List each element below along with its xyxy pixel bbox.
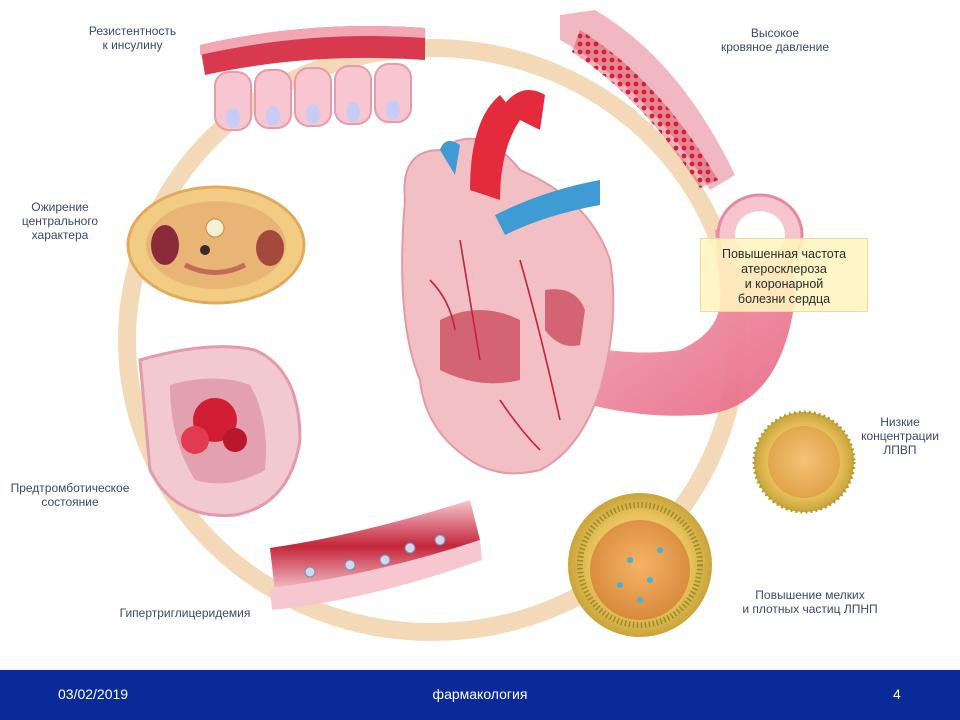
prothrombotic-vessel-illustration (138, 345, 302, 517)
label-hdl-line3: ЛПВП (883, 443, 917, 457)
diagram-art (118, 10, 856, 641)
label-central-obesity: Ожирение центрального характера (0, 200, 120, 242)
diagram-stage: Резистентность к инсулину Высокое кровян… (0, 10, 960, 641)
label-insulin-line1: Резистентность (88, 24, 177, 38)
label-prothrom-line2: состояние (41, 495, 99, 509)
footer-subject: фармакология (432, 686, 528, 702)
heart-illustration (401, 90, 615, 475)
label-ldl-line1: Повышение мелких (755, 588, 865, 602)
label-prothrombotic: Предтромботическое состояние (0, 481, 140, 509)
label-small-ldl: Повышение мелких и плотных частиц ЛПНП (720, 588, 900, 616)
hdl-particle-illustration (752, 410, 856, 514)
footer-bar: 03/02/2019 фармакология 4 (0, 670, 960, 720)
obesity-section-illustration (126, 185, 306, 305)
callout-line2: атеросклероза (741, 262, 827, 276)
label-high-blood-pressure: Высокое кровяное давление (700, 26, 850, 54)
label-obesity-line2: центрального (21, 214, 99, 228)
callout-line3: и коронарной (744, 277, 824, 291)
label-bp-line2: кровяное давление (720, 40, 830, 54)
label-insulin-resistance: Резистентность к инсулину (75, 24, 190, 52)
footer-date: 03/02/2019 (58, 686, 129, 702)
callout-atherosclerosis: Повышенная частота атеросклероза и корон… (700, 238, 868, 312)
ldl-particle-illustration (568, 493, 712, 637)
triglyceride-vessel-illustration (270, 500, 482, 610)
footer-page-number: 4 (893, 686, 901, 702)
label-obesity-line3: характера (31, 228, 89, 242)
label-hypertriglyceridemia: Гипертриглицеридемия (100, 606, 270, 620)
label-prothrom-line1: Предтромботическое (10, 481, 130, 495)
pressure-vessel-illustration (560, 10, 735, 190)
label-insulin-line2: к инсулину (102, 38, 163, 52)
label-bp-line1: Высокое (750, 26, 800, 40)
label-hdl-line2: концентрации (861, 429, 939, 443)
label-hypertrig-line1: Гипертриглицеридемия (119, 606, 251, 620)
label-ldl-line2: и плотных частиц ЛПНП (742, 602, 878, 616)
label-low-hdl: Низкие концентрации ЛПВП (840, 415, 960, 457)
label-hdl-line1: Низкие (880, 415, 920, 429)
label-obesity-line1: Ожирение (31, 200, 89, 214)
insulin-tissue-illustration (200, 26, 425, 131)
callout-line1: Повышенная частота (721, 247, 847, 261)
callout-line4: болезни сердца (737, 292, 831, 306)
